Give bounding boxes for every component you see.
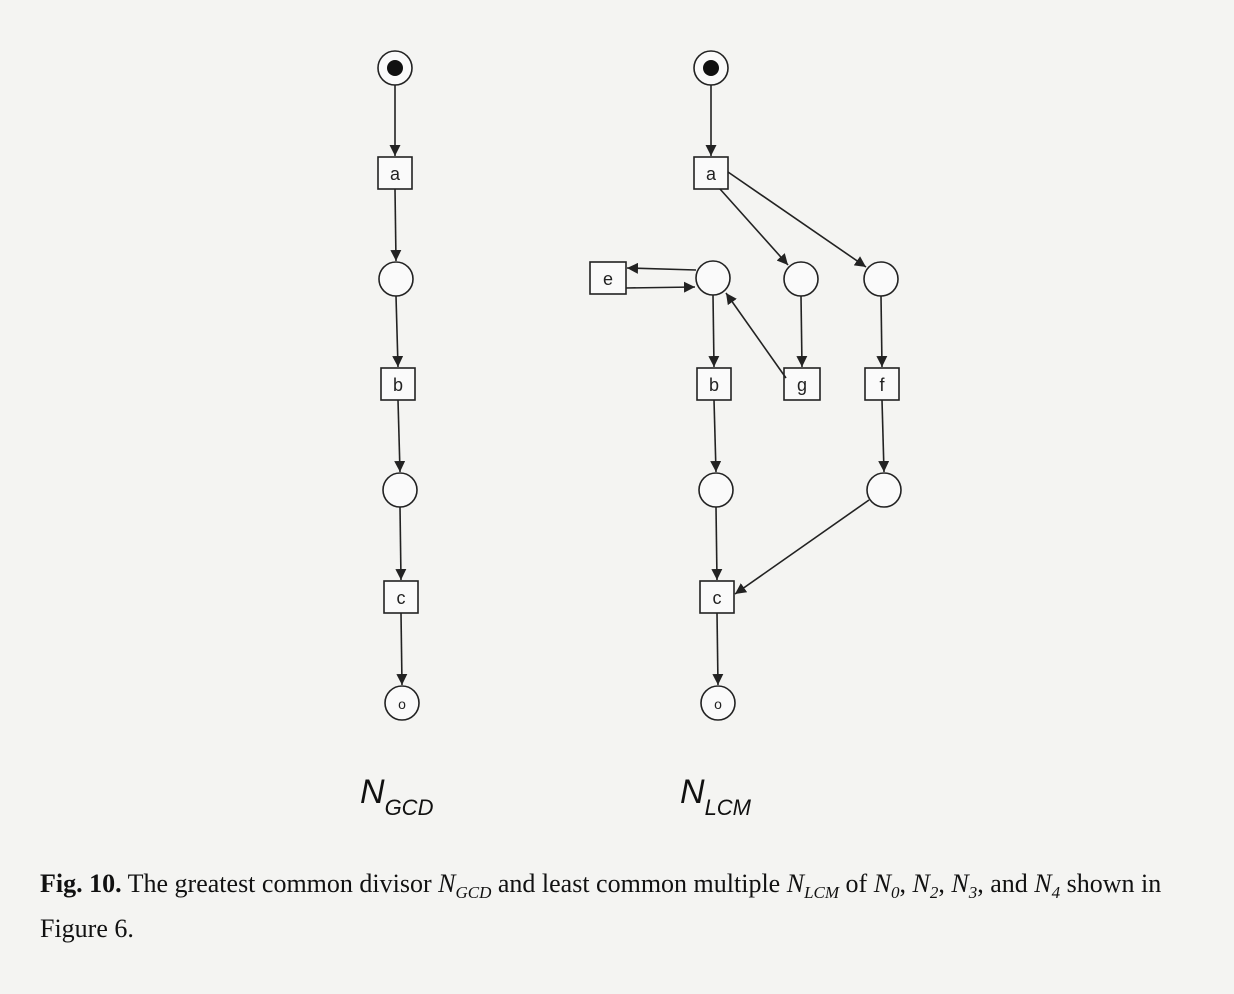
- gcd-net-label-main: N: [360, 773, 385, 811]
- caption-n2: N2: [912, 869, 939, 902]
- lcm-transition-g-label: g: [797, 375, 807, 395]
- lcm-arc: [708, 294, 720, 368]
- caption-n-gcd-main: N: [438, 869, 456, 898]
- gcd-transition-a-label: a: [390, 164, 401, 184]
- lcm-arc: [711, 506, 723, 581]
- net-gcd: a b c o: [377, 50, 420, 721]
- gcd-final-mark: o: [398, 696, 406, 712]
- caption-text: shown in Figure 6.: [40, 869, 1162, 944]
- caption-n4-sub: 4: [1051, 883, 1061, 903]
- lcm-net-label-main: N: [680, 773, 705, 811]
- caption-text: ,: [938, 869, 952, 898]
- lcm-transition-b: [696, 367, 732, 401]
- caption-n-lcm: NLCM: [786, 869, 839, 902]
- gcd-arc: [390, 188, 402, 262]
- gcd-final-place: [384, 685, 420, 721]
- lcm-transition-f-label: f: [879, 375, 885, 395]
- caption-n-lcm-sub: LCM: [804, 883, 840, 903]
- caption-n4-main: N: [1034, 869, 1052, 898]
- caption-n3-sub: 3: [968, 883, 978, 903]
- gcd-place-1: [378, 261, 414, 297]
- caption-text: The greatest common divisor: [121, 869, 439, 898]
- lcm-arc: [734, 499, 870, 595]
- net-lcm: a e b g f c: [589, 50, 902, 721]
- gcd-net-label: NGCD: [360, 773, 434, 820]
- caption-text: and least common multiple: [491, 869, 787, 898]
- lcm-transition-e: [589, 261, 627, 295]
- lcm-arc: [878, 399, 890, 473]
- caption-text: ,: [899, 869, 913, 898]
- lcm-final-mark: o: [714, 696, 722, 712]
- gcd-transition-a: [377, 156, 413, 190]
- gcd-arc: [394, 399, 406, 473]
- lcm-place-after-b: [698, 472, 734, 508]
- figure-caption: Fig. 10. The greatest common divisor NGC…: [40, 866, 1220, 947]
- gcd-token: [387, 60, 403, 76]
- lcm-net-label: NLCM: [680, 773, 752, 820]
- lcm-transition-c-label: c: [713, 588, 722, 608]
- gcd-transition-c: [383, 580, 419, 614]
- lcm-arc: [626, 262, 697, 274]
- lcm-place-g-input: [783, 261, 819, 297]
- lcm-net-label-sub: LCM: [705, 795, 752, 820]
- gcd-transition-b: [380, 367, 416, 401]
- lcm-transition-a-label: a: [706, 164, 717, 184]
- lcm-transition-g: [783, 367, 821, 401]
- lcm-arc: [625, 281, 696, 293]
- lcm-arc: [725, 292, 787, 379]
- caption-n-gcd: NGCD: [438, 869, 491, 902]
- gcd-arc: [396, 612, 408, 686]
- lcm-token: [703, 60, 719, 76]
- lcm-transition-a: [693, 156, 729, 190]
- lcm-place-after-f: [866, 472, 902, 508]
- lcm-arc: [710, 399, 722, 473]
- caption-text: , and: [977, 869, 1035, 898]
- caption-text: of: [839, 869, 874, 898]
- caption-n-gcd-sub: GCD: [455, 883, 492, 903]
- lcm-place-loop: [695, 260, 731, 296]
- gcd-net-label-sub: GCD: [385, 795, 434, 820]
- lcm-transition-e-label: e: [603, 269, 613, 289]
- caption-n3-main: N: [951, 869, 969, 898]
- lcm-arc: [727, 171, 867, 268]
- caption-n4: N4: [1034, 869, 1060, 902]
- caption-n0-sub: 0: [891, 883, 900, 903]
- gcd-transition-c-label: c: [397, 588, 406, 608]
- gcd-place-2: [382, 472, 418, 508]
- gcd-transition-b-label: b: [393, 375, 403, 395]
- lcm-transition-b-label: b: [709, 375, 719, 395]
- caption-n3: N3: [951, 869, 977, 902]
- caption-fig-label: Fig. 10.: [40, 869, 122, 898]
- lcm-arc: [719, 188, 789, 266]
- caption-n2-main: N: [912, 869, 930, 898]
- caption-n0-main: N: [873, 869, 892, 898]
- lcm-arc: [796, 295, 808, 368]
- lcm-arc: [712, 612, 724, 686]
- lcm-place-f-input: [863, 261, 899, 297]
- lcm-final-place: [700, 685, 736, 721]
- lcm-transition-c: [699, 580, 735, 614]
- caption-n0: N0: [873, 869, 900, 902]
- gcd-arc: [392, 295, 404, 368]
- caption-n-lcm-main: N: [786, 869, 805, 898]
- lcm-arc: [876, 295, 888, 368]
- gcd-arc: [395, 506, 407, 581]
- caption-n2-sub: 2: [929, 883, 939, 903]
